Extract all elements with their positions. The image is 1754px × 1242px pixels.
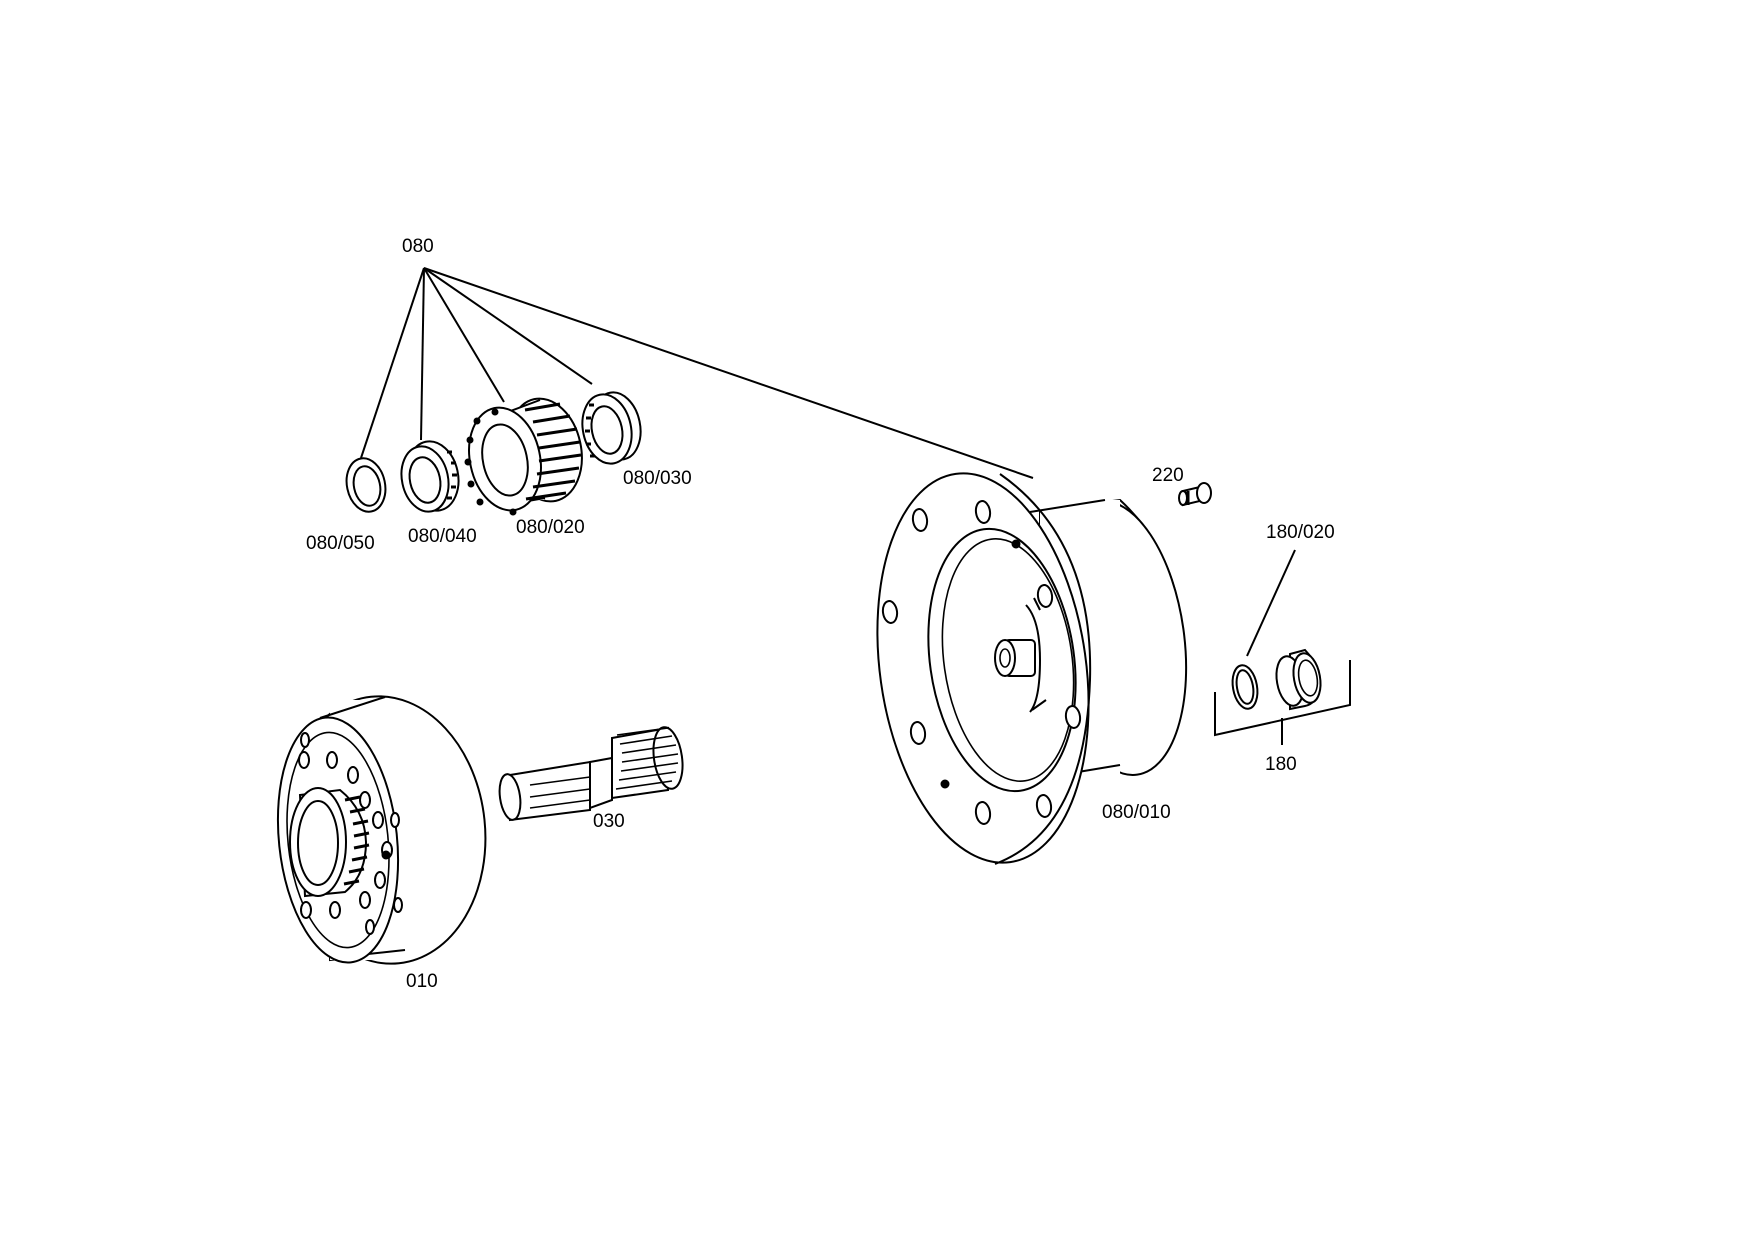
label-080-050: 080/050 [306, 533, 375, 554]
label-220: 220 [1152, 465, 1184, 486]
callout-labels: 080 080/050 080/040 080/020 080/030 220 … [306, 236, 1335, 992]
label-080-020: 080/020 [516, 517, 585, 538]
bearing-080-040 [400, 440, 460, 513]
label-080-030: 080/030 [623, 468, 692, 489]
plug-assembly-180 [1214, 549, 1351, 745]
label-080: 080 [402, 236, 434, 257]
label-010: 010 [406, 971, 438, 992]
hub-010 [276, 695, 487, 965]
bearing-080-030 [581, 391, 642, 465]
housing-080-010 [876, 472, 1188, 865]
screw-220 [1178, 482, 1212, 507]
label-030: 030 [593, 811, 625, 832]
shaft-030 [498, 726, 684, 822]
label-180-020: 180/020 [1266, 522, 1335, 543]
leader-lines-080 [360, 267, 1034, 479]
label-080-040: 080/040 [408, 526, 477, 547]
ring-080-050 [345, 457, 387, 513]
label-080-010: 080/010 [1102, 802, 1171, 823]
label-180: 180 [1265, 754, 1297, 775]
gear-080-020 [464, 397, 583, 516]
